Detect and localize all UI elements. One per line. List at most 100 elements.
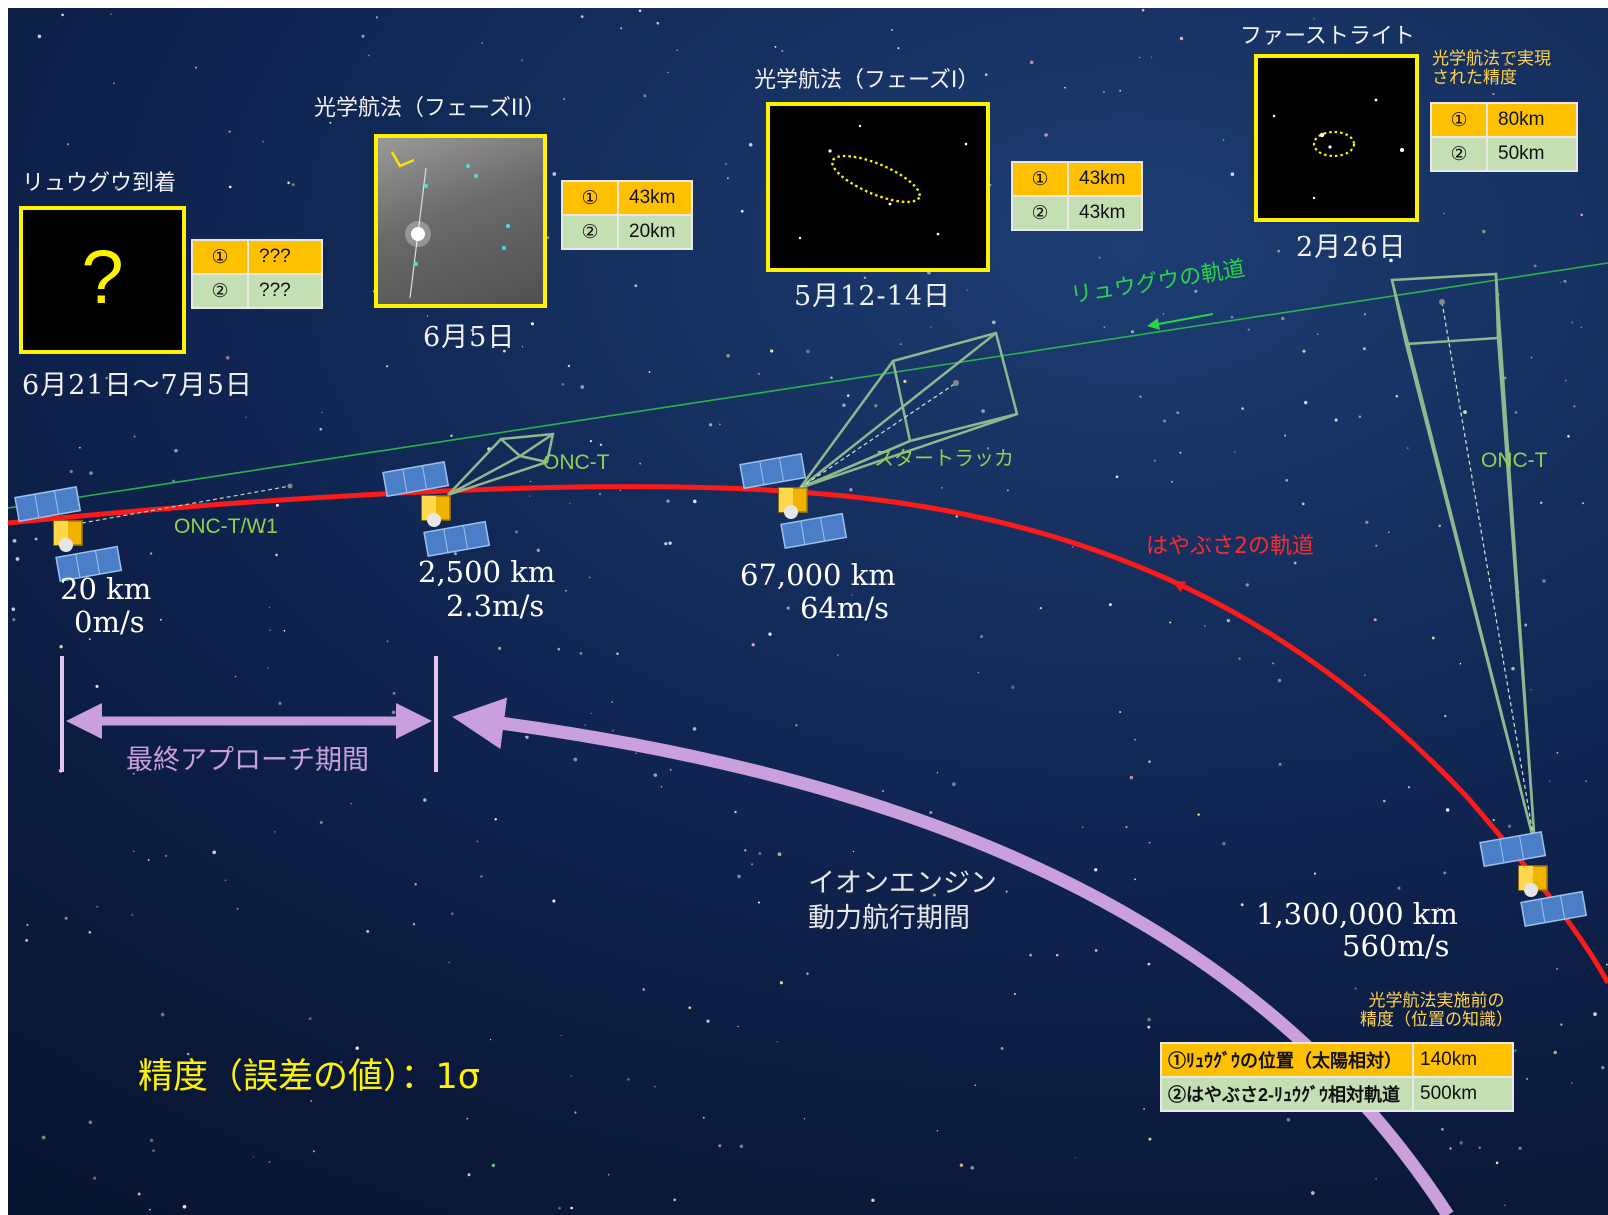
star	[195, 66, 197, 69]
star	[1492, 93, 1495, 96]
star	[340, 1061, 343, 1064]
star	[1064, 86, 1066, 89]
star	[599, 443, 603, 446]
star	[584, 724, 586, 726]
realized-accuracy-label-line1: 光学航法で実現	[1432, 49, 1551, 69]
star	[310, 1100, 313, 1102]
star	[1383, 799, 1386, 803]
star	[725, 163, 727, 165]
onc-t-fov-cone-large	[1390, 272, 1537, 847]
star	[88, 930, 92, 934]
star	[514, 530, 519, 534]
star	[283, 629, 286, 632]
ion-engine-label-line1: イオンエンジン	[808, 868, 997, 899]
star	[552, 172, 557, 176]
star	[1369, 1021, 1374, 1025]
star	[96, 905, 99, 908]
star	[856, 75, 860, 79]
star	[929, 810, 933, 815]
star	[450, 912, 454, 916]
star	[1444, 714, 1447, 718]
star	[66, 143, 70, 146]
star	[61, 13, 64, 17]
star	[656, 21, 660, 25]
star	[15, 557, 20, 561]
star	[1230, 315, 1234, 319]
stage4-caption: 2月26日	[1296, 232, 1407, 263]
star	[757, 372, 760, 375]
star	[1148, 760, 1151, 764]
star	[667, 71, 669, 74]
star	[1277, 678, 1282, 683]
star	[891, 286, 893, 288]
star	[1449, 1147, 1452, 1150]
star	[557, 647, 561, 651]
star	[1285, 479, 1289, 482]
star	[536, 548, 541, 553]
ion-engine-period-arc	[452, 697, 1454, 1215]
star	[955, 515, 958, 518]
star	[1179, 451, 1182, 454]
star	[1147, 1017, 1151, 1022]
stage3-caption: 5月12-14日	[794, 281, 952, 312]
star	[1163, 419, 1167, 423]
star	[673, 1198, 677, 1202]
star	[25, 939, 28, 942]
star	[133, 435, 136, 438]
ryugu-orbit-line	[8, 262, 1608, 509]
star	[1364, 313, 1366, 316]
star	[503, 349, 506, 353]
row1-marker: ①	[1011, 161, 1069, 197]
stage4-acc2: 50km	[1486, 136, 1578, 172]
star	[530, 480, 532, 483]
row2-marker: ②	[1430, 136, 1488, 172]
star	[1179, 36, 1184, 41]
realized-accuracy-label-line2: された精度	[1432, 68, 1517, 88]
star	[899, 343, 902, 345]
star	[806, 349, 810, 354]
star	[1139, 395, 1142, 398]
star	[1197, 813, 1200, 816]
star	[59, 645, 63, 649]
star	[476, 840, 479, 843]
star	[991, 320, 996, 325]
row2-marker: ②	[1011, 195, 1069, 231]
star	[1013, 993, 1016, 995]
star	[560, 1034, 562, 1037]
star	[64, 916, 68, 920]
star	[739, 1144, 744, 1149]
star	[563, 98, 566, 100]
star	[1119, 89, 1122, 92]
star	[1143, 1108, 1145, 1110]
star	[521, 59, 524, 62]
star	[570, 1075, 572, 1077]
star	[692, 727, 697, 731]
star	[654, 1086, 656, 1088]
star	[952, 782, 956, 787]
star	[165, 854, 168, 858]
stage1-acc1: ???	[247, 239, 323, 275]
star	[1463, 410, 1467, 414]
star	[1302, 349, 1306, 353]
star	[1563, 279, 1567, 283]
stage4-image	[1254, 54, 1419, 222]
star	[727, 177, 729, 180]
star	[1029, 953, 1032, 957]
star	[1081, 826, 1084, 828]
star	[768, 632, 772, 636]
row1-marker: ①	[1430, 102, 1488, 138]
onc-t-fov-cone-small	[447, 432, 555, 497]
star	[1530, 356, 1533, 359]
star	[977, 671, 980, 674]
stage1-speed: 0m/s	[74, 605, 145, 639]
star	[936, 1130, 939, 1132]
stage2-caption: 6月5日	[423, 322, 516, 353]
star	[890, 28, 893, 31]
star	[620, 27, 623, 30]
star	[635, 752, 637, 754]
star	[1478, 1146, 1482, 1149]
star	[224, 879, 227, 882]
star	[795, 724, 798, 727]
